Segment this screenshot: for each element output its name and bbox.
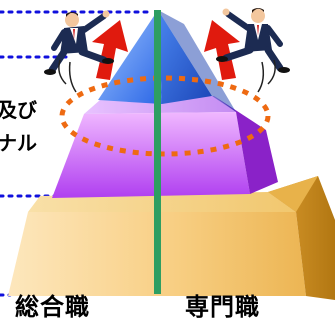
vertical-divider [154,10,161,294]
arrow-left [92,20,128,80]
label-general-track: 総合職 [15,293,90,321]
pyramid-tier-middle [52,96,278,198]
red-arrows [92,20,240,80]
arrow-right [204,20,240,80]
label-specialist-track: 専門職 [185,293,260,321]
orange-dotted-ellipse [59,75,271,157]
businessman-right-icon [216,8,290,93]
businessman-left-icon [44,10,114,93]
edge-text-lower: ナル [0,131,37,155]
edge-text-upper: 及び [0,98,37,122]
